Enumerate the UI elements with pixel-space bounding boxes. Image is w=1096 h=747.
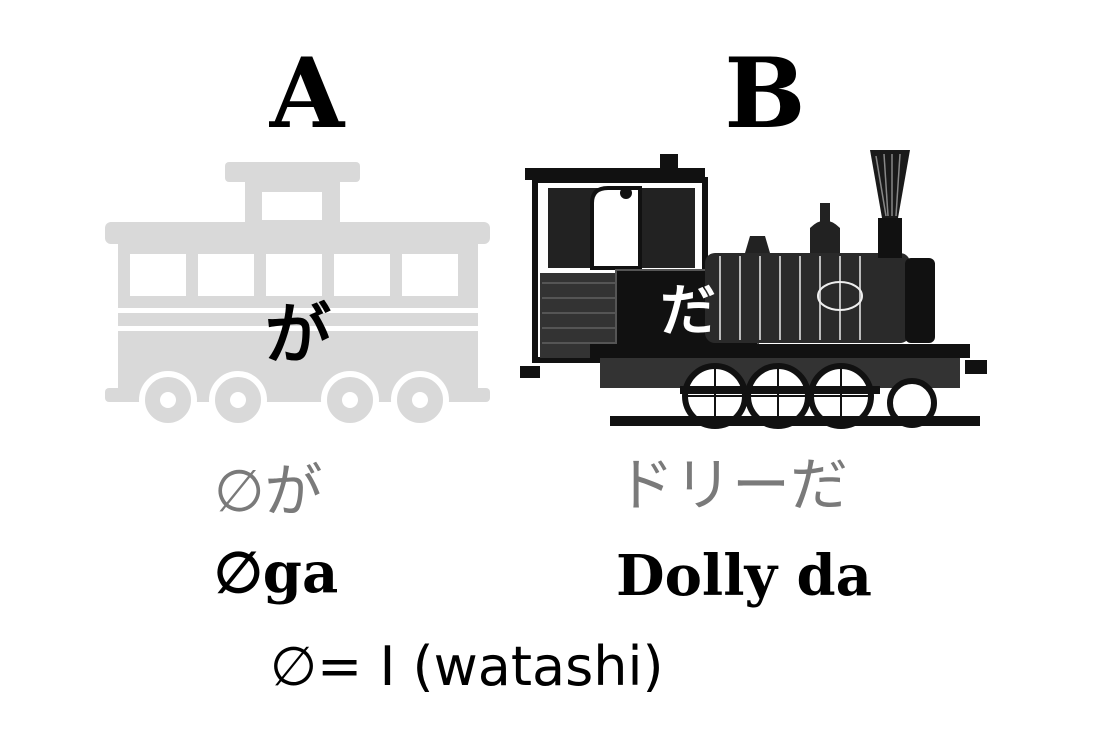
- panel-a-japanese-text: ∅が: [214, 457, 323, 525]
- panel-b-japanese-text: ドリーだ: [616, 451, 849, 519]
- panel-b-romaji: Dolly da: [616, 543, 872, 609]
- passenger-car-illustration: [105, 162, 490, 429]
- panel-b-car-particle: だ: [660, 279, 716, 344]
- steam-locomotive-illustration: [520, 150, 987, 429]
- panel-a-romaji: ∅ga: [214, 540, 339, 606]
- panel-b-label: B: [724, 37, 806, 150]
- null-subject-footnote: ∅= I (watashi): [270, 635, 664, 698]
- panel-a-label: A: [269, 37, 345, 150]
- panel-a-car-particle: が: [265, 296, 331, 373]
